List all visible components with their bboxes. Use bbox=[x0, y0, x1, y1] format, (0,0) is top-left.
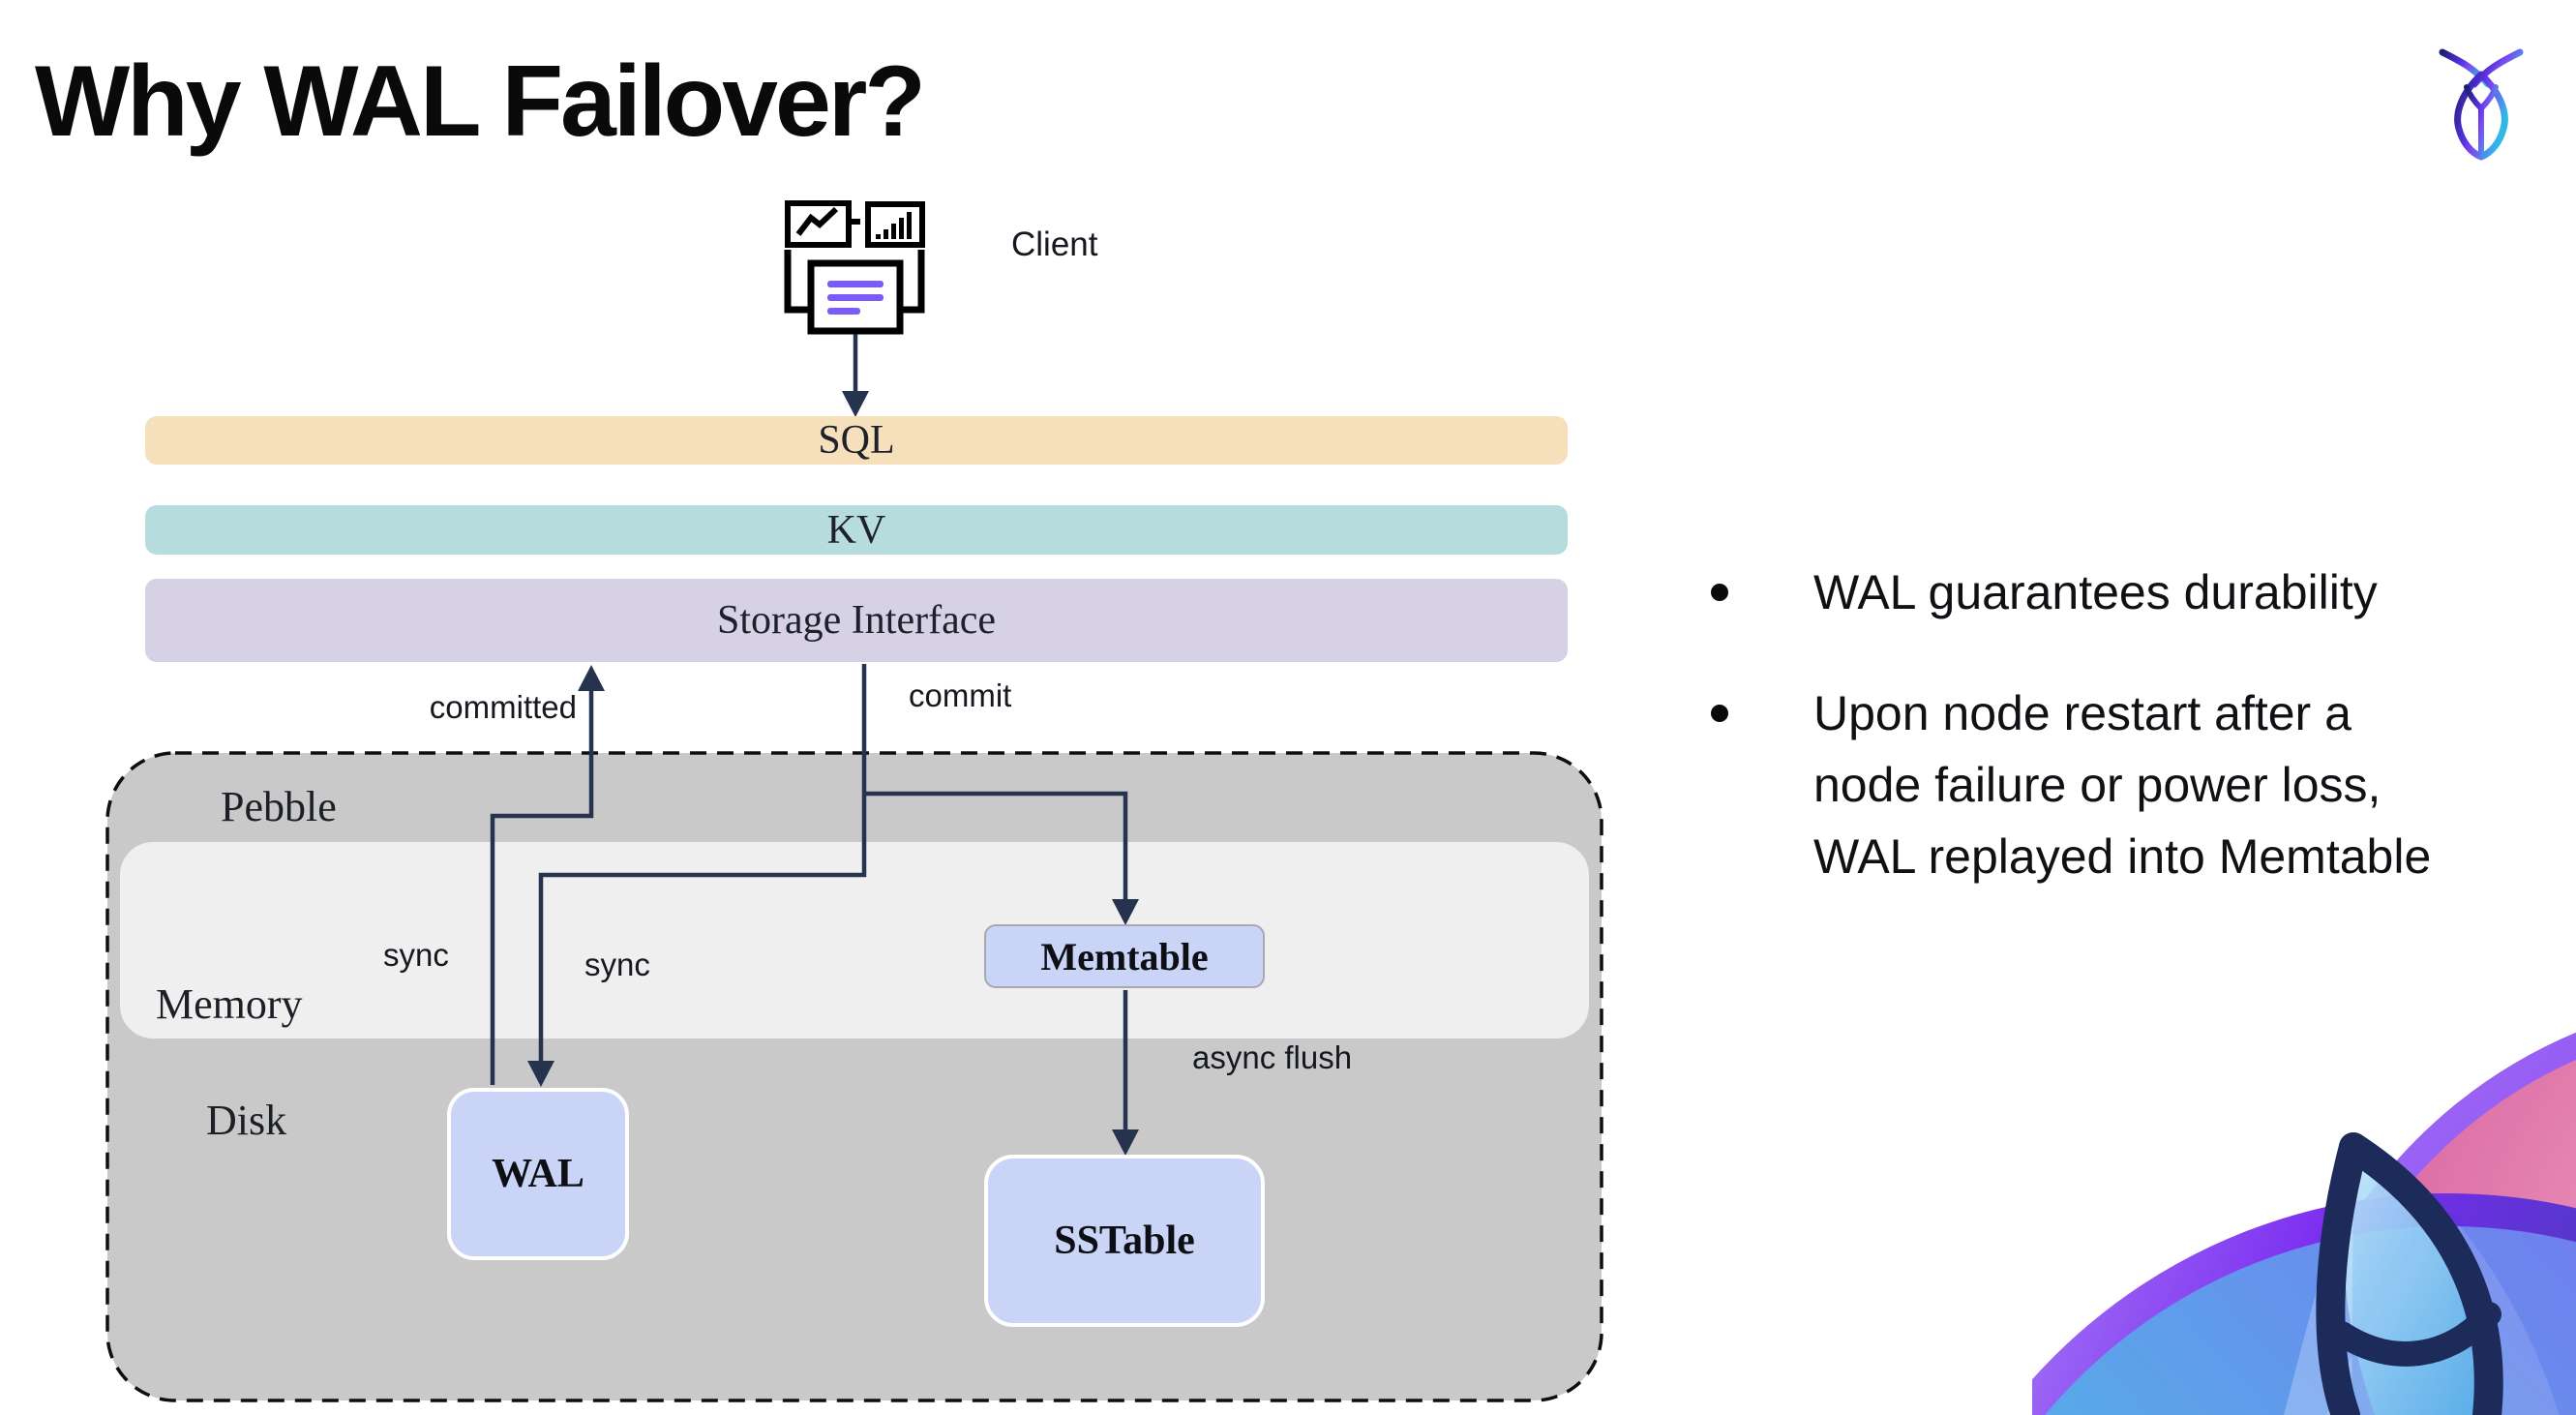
edge-label-sync-1: sync bbox=[383, 937, 449, 973]
arrowhead-wal bbox=[527, 1061, 554, 1087]
bullet-dot-icon bbox=[1711, 584, 1728, 601]
bullet-text: WAL guarantees durability bbox=[1813, 565, 2378, 619]
memory-region-label: Memory bbox=[156, 980, 303, 1028]
bullet-item: WAL guarantees durability bbox=[1711, 557, 2378, 628]
disk-region-label: Disk bbox=[206, 1097, 287, 1144]
arrowhead-sql bbox=[842, 391, 869, 417]
edge-label-committed: committed bbox=[429, 689, 577, 725]
cockroachdb-logo-icon bbox=[2439, 48, 2524, 161]
layer-sql: SQL bbox=[145, 416, 1568, 465]
pebble-label: Pebble bbox=[221, 783, 337, 830]
arrowhead-sstable bbox=[1112, 1129, 1139, 1156]
brand-corner-art bbox=[2032, 1032, 2576, 1415]
edge-label-async-flush: async flush bbox=[1192, 1039, 1353, 1075]
wal-node: WAL bbox=[447, 1088, 629, 1260]
edge-label-commit: commit bbox=[909, 677, 1012, 713]
arrowhead-committed bbox=[578, 665, 605, 691]
bullet-dot-icon bbox=[1711, 705, 1728, 722]
layer-storage-interface: Storage Interface bbox=[145, 579, 1568, 662]
arrowhead-memtable bbox=[1112, 899, 1139, 925]
edge-commit-memtable bbox=[864, 791, 1128, 899]
bullet-item: Upon node restart after a node failure o… bbox=[1711, 677, 2431, 892]
edge-label-sync-2: sync bbox=[584, 947, 650, 982]
sstable-node: SSTable bbox=[984, 1155, 1265, 1327]
client-label: Client bbox=[1011, 226, 1098, 263]
memtable-node: Memtable bbox=[984, 924, 1265, 988]
edge-commit-wal bbox=[538, 664, 867, 1061]
bullet-text: Upon node restart after a node failure o… bbox=[1813, 686, 2432, 884]
slide-title: Why WAL Failover? bbox=[35, 45, 926, 158]
client-icon bbox=[784, 200, 925, 335]
edge-committed bbox=[490, 691, 594, 1085]
layer-kv: KV bbox=[145, 505, 1568, 555]
memory-band bbox=[120, 842, 1589, 1039]
